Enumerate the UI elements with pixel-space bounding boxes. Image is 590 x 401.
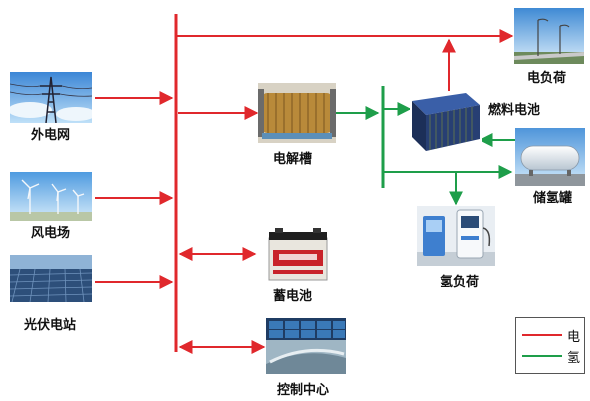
hydrogen-storage-label: 储氢罐 <box>533 191 573 206</box>
legend-electric-swatch <box>522 334 562 336</box>
wind-turbine-icon <box>10 172 92 221</box>
electrolyzer-label: 电解槽 <box>273 152 313 167</box>
hydrogen-tank-icon <box>515 128 585 186</box>
street-light-icon <box>514 8 584 64</box>
wind-label: 风电场 <box>31 226 71 241</box>
control-room-icon <box>266 318 346 374</box>
hydrogen-load-label: 氢负荷 <box>440 275 480 290</box>
power-tower-icon <box>10 72 92 123</box>
battery-icon <box>257 226 337 284</box>
grid-label: 外电网 <box>31 128 71 143</box>
fuel-cell-stack-icon <box>410 91 482 153</box>
solar-panel-icon <box>10 255 92 302</box>
electric-load-label: 电负荷 <box>527 71 567 86</box>
legend-electric-label: 电 <box>567 330 581 345</box>
fuel-cell-label: 燃料电池 <box>488 103 541 118</box>
legend-electric: 电 <box>522 326 582 345</box>
legend-hydrogen-swatch <box>522 355 562 357</box>
battery-label: 蓄电池 <box>273 289 313 304</box>
legend-hydrogen: 氢 <box>522 347 582 366</box>
legend: 电 氢 <box>515 317 585 374</box>
control-label: 控制中心 <box>277 383 330 398</box>
hydrogen-station-icon <box>417 206 495 266</box>
electrolyzer-icon <box>258 83 336 143</box>
legend-hydrogen-label: 氢 <box>567 351 581 366</box>
solar-label: 光伏电站 <box>24 318 77 333</box>
